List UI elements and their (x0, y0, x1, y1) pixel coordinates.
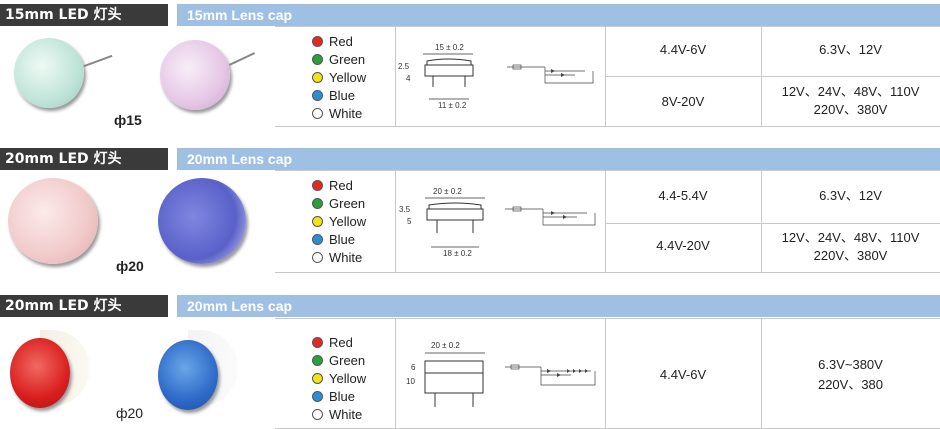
dim-height-2: 5 (407, 217, 412, 226)
dim-bottom: 18 ± 0.2 (443, 249, 472, 258)
circuit-diagram-icon (505, 206, 596, 226)
cap-drawing-icon (424, 352, 485, 407)
dim-height-1: 3.5 (399, 205, 411, 214)
diameter-label: ф20 (116, 405, 144, 421)
blue-dot-icon (312, 390, 323, 402)
blue-dot-icon (312, 89, 323, 101)
spec-value: 6.3V、12V (819, 188, 882, 203)
yellow-dot-icon (312, 372, 323, 384)
spec-value: 12V、24V、48V、110V (781, 230, 920, 245)
section-1-title: 15mm LED 灯头 (0, 4, 168, 26)
spec-value: 12V、24V、48V、110V (781, 84, 920, 99)
product-image-red-20mm (10, 338, 70, 408)
product-image-pink-15mm (160, 40, 230, 110)
pin-icon (83, 54, 113, 68)
color-option-blue: Blue (312, 230, 366, 248)
voltage-value: 4.4V-20V (656, 238, 710, 253)
spec-value: 220V、380 (817, 377, 884, 392)
spec-value: 220V、380V (813, 102, 888, 117)
spec-table-2: Red Green Yellow Blue White 20 ± 0.2 3.5… (275, 170, 940, 273)
color-option-red: Red (312, 333, 366, 351)
dim-height-2: 4 (406, 74, 411, 83)
color-list: Red Green Yellow Blue White (312, 32, 366, 122)
color-option-blue: Blue (312, 86, 366, 104)
color-option-white: White (312, 104, 366, 122)
diameter-label: ф15 (114, 112, 142, 128)
section-3-subtitle: 20mm Lens cap (177, 295, 940, 317)
dim-height-1: 6 (411, 363, 416, 372)
dim-height-1: 2.5 (398, 62, 410, 71)
cap-drawing-icon (423, 53, 474, 100)
voltage-value: 4.4V-6V (659, 367, 707, 382)
color-option-green: Green (312, 351, 366, 369)
section-3-title: 20mm LED 灯头 (0, 295, 168, 317)
color-option-blue: Blue (312, 387, 366, 405)
voltage-value: 4.4-5.4V (658, 188, 708, 203)
voltage-value: 8V-20V (661, 94, 705, 109)
blue-dot-icon (312, 233, 323, 245)
spec-value: 6.3V~380V (818, 357, 883, 372)
product-image-pink-20mm (8, 178, 98, 264)
circuit-diagram-icon (505, 364, 596, 386)
white-dot-icon (312, 107, 323, 119)
color-option-red: Red (312, 32, 366, 50)
spec-table-3: Red Green Yellow Blue White 20 ± 0.2 6 1… (275, 318, 940, 429)
green-dot-icon (312, 354, 323, 366)
pin-icon (228, 52, 256, 66)
red-dot-icon (312, 35, 323, 47)
cap-drawing-icon (425, 197, 485, 248)
color-option-green: Green (312, 194, 366, 212)
circuit-diagram-icon (507, 64, 594, 84)
voltage-value: 4.4V-6V (659, 42, 707, 57)
white-dot-icon (312, 251, 323, 263)
red-dot-icon (312, 179, 323, 191)
white-dot-icon (312, 408, 323, 420)
color-list: Red Green Yellow Blue White (312, 333, 366, 423)
section-1-subtitle: 15mm Lens cap (177, 4, 940, 26)
color-option-white: White (312, 405, 366, 423)
dim-width: 20 ± 0.2 (431, 341, 460, 350)
color-list: Red Green Yellow Blue White (312, 176, 366, 266)
section-2-title: 20mm LED 灯头 (0, 148, 168, 170)
color-option-red: Red (312, 176, 366, 194)
dim-bottom: 11 ± 0.2 (438, 101, 467, 110)
spec-value: 6.3V、12V (819, 42, 882, 57)
spec-table-1: Red Green Yellow Blue White 15 ± 0.2 2.5… (275, 26, 940, 127)
yellow-dot-icon (312, 215, 323, 227)
color-option-yellow: Yellow (312, 68, 366, 86)
product-image-green-15mm (14, 38, 84, 108)
green-dot-icon (312, 197, 323, 209)
dim-height-2: 10 (406, 377, 415, 386)
product-image-blue-20mm (158, 178, 246, 264)
color-option-yellow: Yellow (312, 369, 366, 387)
dim-width: 15 ± 0.2 (435, 43, 464, 52)
dim-width: 20 ± 0.2 (433, 187, 462, 196)
color-option-white: White (312, 248, 366, 266)
green-dot-icon (312, 53, 323, 65)
color-option-green: Green (312, 50, 366, 68)
spec-value: 220V、380V (813, 248, 888, 263)
color-option-yellow: Yellow (312, 212, 366, 230)
product-image-blue-cap-20mm (158, 340, 218, 410)
diameter-label: ф20 (116, 258, 144, 274)
section-2-subtitle: 20mm Lens cap (177, 148, 940, 170)
red-dot-icon (312, 336, 323, 348)
yellow-dot-icon (312, 71, 323, 83)
